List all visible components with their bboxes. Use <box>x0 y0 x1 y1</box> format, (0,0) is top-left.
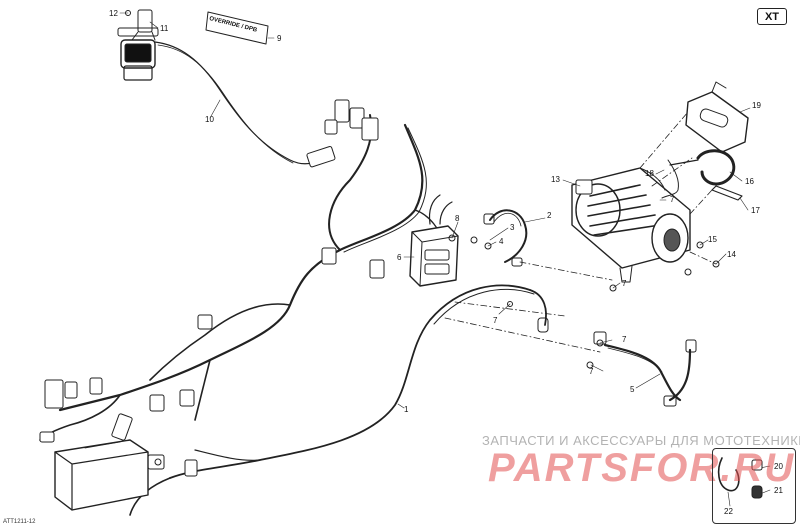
reference-code: ATT1211-12 <box>3 519 36 525</box>
connector-cluster <box>39 99 385 477</box>
callout-19: 19 <box>752 101 761 110</box>
callout-15: 15 <box>708 235 717 244</box>
winch-hook <box>696 149 736 186</box>
callout-7-e: 7 <box>589 367 594 376</box>
inset-box <box>712 448 796 524</box>
cable-5 <box>603 343 692 402</box>
callout-17: 17 <box>751 206 760 215</box>
callout-21: 21 <box>774 486 783 495</box>
callout-12: 12 <box>109 9 118 18</box>
callout-6: 6 <box>397 253 402 262</box>
callout-3: 3 <box>510 223 515 232</box>
switch-assembly <box>117 9 159 81</box>
callout-18: 18 <box>645 169 654 178</box>
wire-run <box>169 284 531 479</box>
watermark-brand: PARTSFOR.RU <box>488 446 796 490</box>
callout-8: 8 <box>455 214 460 223</box>
callout-9: 9 <box>277 34 282 43</box>
callout-2: 2 <box>547 211 552 220</box>
model-badge: XT <box>757 8 787 25</box>
callout-16: 16 <box>745 177 754 186</box>
switch-harness <box>154 41 321 165</box>
inset-parts <box>717 457 763 499</box>
callout-7-b: 7 <box>622 279 627 288</box>
callout-7-c: 7 <box>670 195 675 204</box>
cable-2 <box>489 209 528 263</box>
callout-22: 22 <box>724 507 733 516</box>
override-label-outline <box>205 11 269 45</box>
winch-assembly <box>571 167 691 283</box>
callout-5: 5 <box>630 385 635 394</box>
callout-20: 20 <box>774 462 783 471</box>
callout-7-d: 7 <box>622 335 627 344</box>
callout-11: 11 <box>160 24 169 33</box>
fairlead <box>685 81 749 153</box>
hook-stopper <box>711 185 743 201</box>
callout-7-a: 7 <box>493 316 498 325</box>
callout-4: 4 <box>499 237 504 246</box>
winch-controller <box>409 194 459 287</box>
watermark-tagline: ЗАПЧАСТИ И АКСЕССУАРЫ ДЛЯ МОТОТЕХНИКИ <box>482 433 800 448</box>
battery <box>54 439 149 511</box>
callout-13: 13 <box>551 175 560 184</box>
callout-1: 1 <box>404 405 409 414</box>
main-harness <box>58 123 424 412</box>
callout-10: 10 <box>205 115 214 124</box>
cable-18 <box>661 159 679 199</box>
callout-14: 14 <box>727 250 736 259</box>
